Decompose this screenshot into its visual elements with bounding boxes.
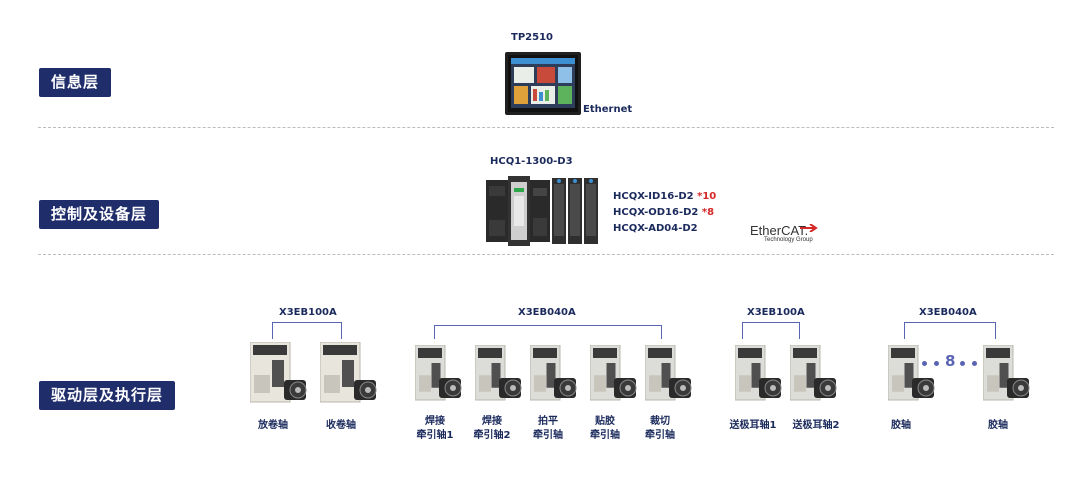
module-ad04-label: HCQX-AD04-D2	[613, 223, 698, 234]
group2-model-label: X3EB040A	[518, 307, 576, 318]
ellipsis-dot	[972, 361, 977, 366]
plc-model-label: HCQ1-1300-D3	[490, 156, 573, 167]
servo-drive-100a-1	[249, 341, 312, 410]
group3-bracket	[742, 322, 800, 339]
axis-label-weld-1: 焊接 牵引轴1	[416, 416, 454, 441]
axis-label-tab-feed-2: 送极耳轴2	[792, 420, 840, 431]
hmi-touchscreen-image	[505, 52, 581, 119]
axis-label-glue-2: 胶轴	[988, 420, 1008, 431]
group4-count-label: 8	[945, 352, 956, 370]
ethernet-label: Ethernet	[583, 104, 633, 115]
axis-label-rewind: 收卷轴	[326, 420, 356, 431]
module-od16-name: HCQX-OD16-D2	[613, 207, 699, 218]
servo-drive-unit-3	[529, 344, 582, 408]
ellipsis-dot	[960, 361, 965, 366]
info-layer-badge: 信息层	[39, 68, 112, 97]
servo-drive-unit-2	[474, 344, 527, 408]
plc-controller-image	[486, 176, 604, 250]
servo-drive-unit-8	[887, 344, 940, 408]
divider-info-control	[38, 127, 1054, 128]
group1-bracket	[272, 322, 342, 339]
axis-label-flatten: 拍平 牵引轴	[533, 416, 563, 441]
divider-control-drive	[38, 254, 1054, 255]
axis-label-tab-feed-1: 送极耳轴1	[729, 420, 777, 431]
group3-model-label: X3EB100A	[747, 307, 805, 318]
axis-label-tape: 贴胶 牵引轴	[590, 416, 620, 441]
module-id16-name: HCQX-ID16-D2	[613, 191, 694, 202]
module-id16-label: HCQX-ID16-D2 *10	[613, 191, 716, 202]
axis-label-unwind: 放卷轴	[258, 420, 288, 431]
module-ad04-name: HCQX-AD04-D2	[613, 223, 698, 234]
module-od16-qty: *8	[701, 207, 715, 218]
ethercat-logo-text: EtherCAT.	[750, 223, 809, 238]
axis-label-glue-1: 胶轴	[891, 420, 911, 431]
servo-drive-100a-2	[319, 341, 382, 410]
drive-layer-badge: 驱动层及执行层	[39, 381, 176, 410]
ethercat-arrow-icon	[800, 224, 818, 232]
group1-model-label: X3EB100A	[279, 307, 337, 318]
servo-drive-unit-4	[589, 344, 642, 408]
axis-label-cut: 裁切 牵引轴	[645, 416, 675, 441]
axis-label-weld-2: 焊接 牵引轴2	[473, 416, 511, 441]
servo-drive-unit-9	[982, 344, 1035, 408]
hmi-model-label: TP2510	[511, 32, 553, 43]
control-layer-badge: 控制及设备层	[39, 200, 160, 229]
ellipsis-dot	[934, 361, 939, 366]
servo-drive-unit-1	[414, 344, 467, 408]
ellipsis-dot	[922, 361, 927, 366]
group4-model-label: X3EB040A	[919, 307, 977, 318]
module-id16-qty: *10	[697, 191, 717, 202]
group4-bracket	[904, 322, 996, 339]
servo-drive-unit-6	[734, 344, 787, 408]
servo-drive-unit-5	[644, 344, 697, 408]
ethercat-logo-subtext: Technology Group	[764, 237, 813, 243]
module-od16-label: HCQX-OD16-D2 *8	[613, 207, 714, 218]
group2-bracket	[434, 325, 662, 339]
servo-drive-unit-7	[789, 344, 842, 408]
ethercat-logo: EtherCAT. Technology Group	[750, 222, 830, 246]
